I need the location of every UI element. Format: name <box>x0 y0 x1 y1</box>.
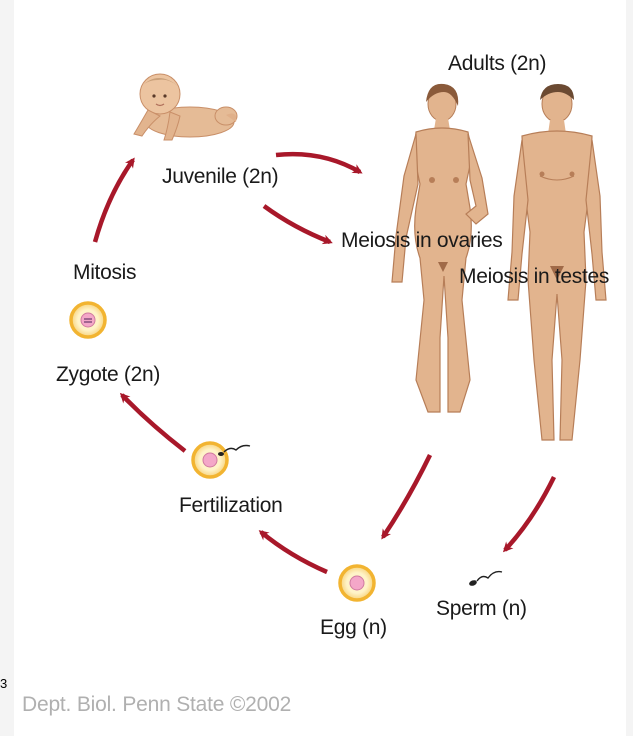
baby-figure <box>134 74 237 140</box>
label-mitosis: Mitosis <box>73 261 136 285</box>
label-meiosis-testes: Meiosis in testes <box>459 265 609 289</box>
arrow-fertilization-to-zygote <box>122 395 185 451</box>
arrow-juvenile-to-meiosis <box>264 206 330 242</box>
arrow-testes-to-sperm <box>505 477 554 550</box>
arrow-egg-to-fertilization <box>261 532 327 572</box>
arrow-ovaries-to-egg <box>383 455 430 537</box>
label-sperm: Sperm (n) <box>436 597 527 621</box>
label-juvenile: Juvenile (2n) <box>162 165 278 189</box>
credit-line: Dept. Biol. Penn State ©2002 <box>22 693 291 717</box>
arrow-juvenile-to-adults <box>276 154 360 172</box>
male-adult-figure <box>508 84 606 440</box>
fertilized-egg-icon <box>193 443 250 477</box>
label-fertilization: Fertilization <box>179 494 282 518</box>
label-meiosis-ovaries: Meiosis in ovaries <box>341 229 503 253</box>
label-egg: Egg (n) <box>320 616 387 640</box>
egg-cell-icon <box>340 566 374 600</box>
label-zygote: Zygote (2n) <box>56 363 160 387</box>
sperm-icon <box>468 572 502 587</box>
zygote-cell-icon <box>71 303 105 337</box>
arrow-mitosis-to-juvenile <box>95 160 133 242</box>
edge-mark: 3 <box>0 676 7 691</box>
label-adults: Adults (2n) <box>448 52 546 76</box>
